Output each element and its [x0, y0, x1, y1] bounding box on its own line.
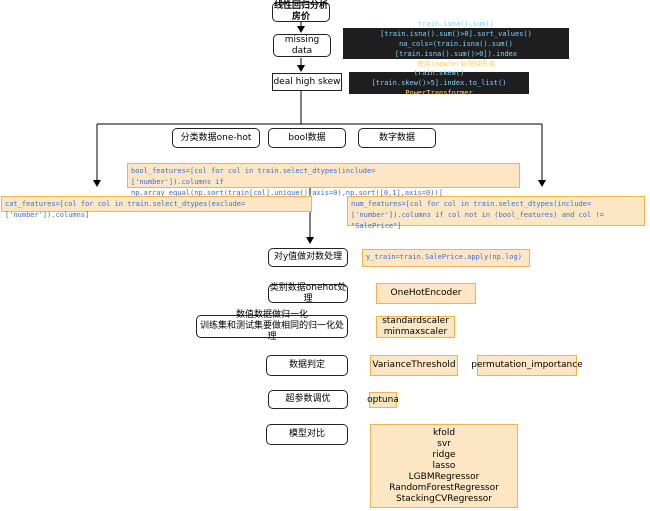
missing-data-code: train.isna().sum()[train.isna().sum()>0]… [343, 20, 569, 68]
log-y-code: y_train=train.SalePrice.apply(np.log) [362, 249, 530, 267]
cat-features-code: cat_features=[col for col in train.selec… [1, 196, 312, 219]
variance-threshold-code: VarianceThreshold [370, 355, 458, 376]
high-skew-code: train.skew()[train.skew()>5].index.to_li… [349, 69, 529, 97]
log-y-node: 对y值做对数处理 [268, 248, 348, 267]
model-compare-code: kfold svr ridge lasso LGBMRegressor Rand… [370, 424, 518, 508]
bool-features-code: bool_features=[col for col in train.sele… [127, 163, 520, 197]
num-features-code: num_features=[col for col in train.selec… [347, 196, 645, 230]
normalize-code: standardscaler minmaxscaler [376, 316, 455, 338]
model-compare-node: 模型对比 [266, 424, 348, 445]
permutation-importance-code: permutation_importance [471, 355, 583, 376]
skew-code-line-2: PowerTransformer [405, 89, 473, 97]
skew-code-line-1: train.skew()[train.skew()>5].index.to_li… [371, 69, 507, 87]
missing-code-line-2: na_cols=(train.isna().sum()[train.isna()… [394, 39, 518, 58]
normalize-node: 数值数据做归一化 训练集和测试集要做相同的归一化处理 [196, 310, 348, 342]
optuna-code: optuna [367, 392, 399, 408]
categorical-data-node: 分类数据one-hot [172, 128, 260, 148]
high-skew-node: deal high skew [272, 73, 342, 91]
title-node: 线性回归分析 房价 [272, 1, 330, 22]
onehot-node: 类别数据onehot处理 [268, 282, 348, 304]
missing-code-line-1: train.isna().sum()[train.isna().sum()>0]… [380, 19, 532, 38]
bool-data-node: bool数据 [268, 128, 346, 148]
numeric-data-node: 数字数据 [358, 128, 436, 148]
data-judge-node: 数据判定 [266, 355, 348, 376]
onehot-code: OneHotEncoder [376, 283, 476, 304]
missing-code-line-3: 使用imputer处理缺失值 [416, 59, 496, 68]
missing-data-node: missing data [273, 34, 331, 57]
hyperparam-tuning-node: 超参数调优 [268, 390, 348, 409]
